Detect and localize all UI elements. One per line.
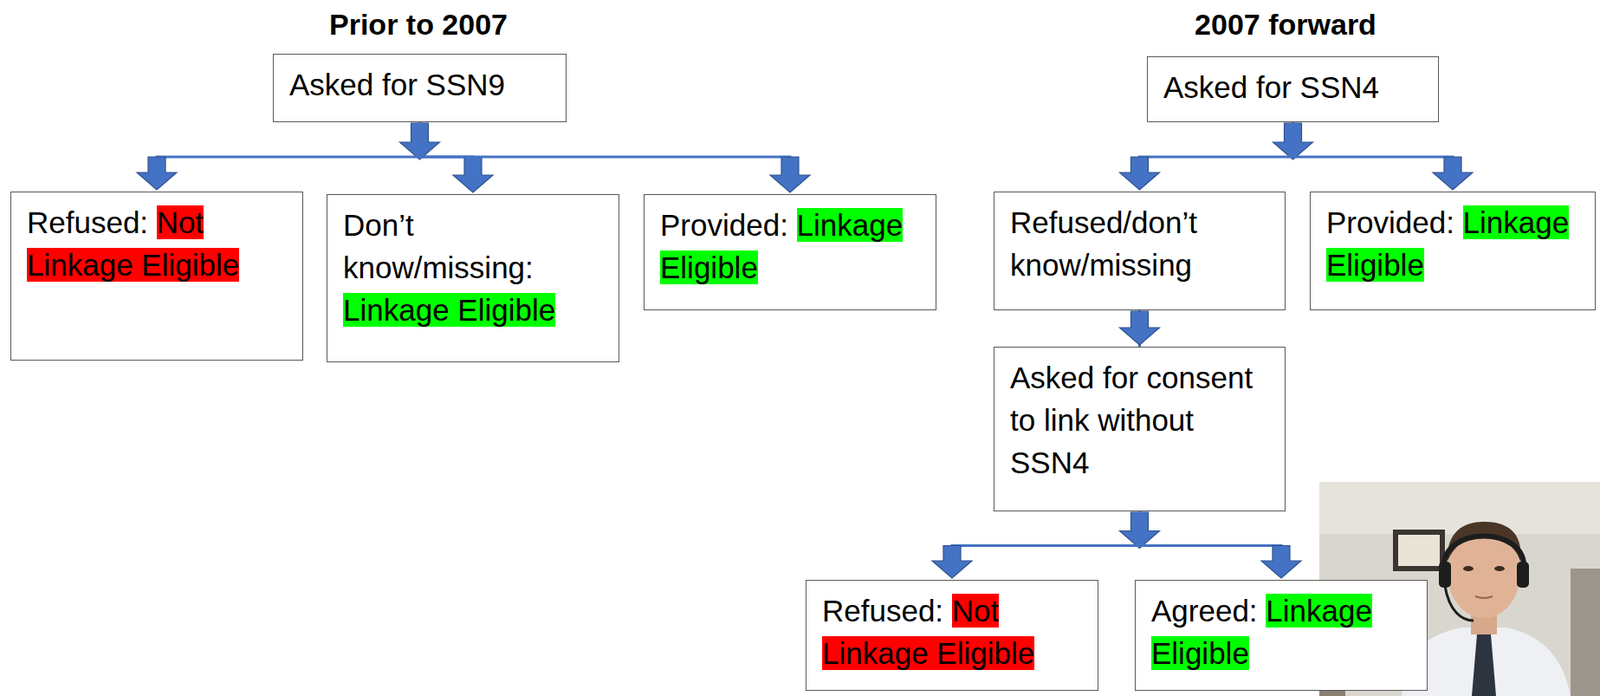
- flow-arrow: [1140, 511, 1303, 578]
- box-text: Provided:: [1326, 205, 1455, 240]
- flow-arrow: [136, 122, 421, 190]
- process-box: Asked for consent to link without SSN4: [993, 346, 1286, 512]
- eligibility-text: Linkage Eligible: [343, 292, 556, 327]
- process-box: Agreed: Linkage Eligible: [1134, 579, 1428, 691]
- box-text: Refused/don’t know/missing: [1010, 205, 1198, 282]
- column-heading: Prior to 2007: [329, 5, 508, 44]
- process-box: Refused: Not Linkage Eligible: [10, 191, 304, 361]
- box-text: Refused:: [822, 593, 944, 628]
- box-text: Asked for consent to link without SSN4: [1010, 360, 1253, 480]
- process-box: Asked for SSN4: [1146, 56, 1439, 123]
- flow-arrow: [1293, 122, 1474, 190]
- box-text: Provided:: [660, 207, 789, 242]
- flow-arrow: [932, 511, 1141, 578]
- process-box: Asked for SSN9: [272, 53, 567, 123]
- flow-arrow: [420, 122, 811, 193]
- box-text: Don’t know/missing:: [343, 207, 534, 285]
- process-box: Don’t know/missing: Linkage Eligible: [326, 194, 620, 363]
- box-text: Asked for SSN9: [289, 67, 506, 102]
- process-box: Provided: Linkage Eligible: [1309, 191, 1596, 311]
- flow-arrow: [1120, 122, 1294, 190]
- flow-arrow: [1120, 310, 1160, 347]
- process-box: Provided: Linkage Eligible: [643, 194, 937, 311]
- process-box: Refused/don’t know/missing: [993, 191, 1286, 311]
- connectors: [136, 122, 1473, 578]
- box-text: Agreed:: [1151, 593, 1258, 628]
- process-box: Refused: Not Linkage Eligible: [805, 579, 1099, 691]
- box-text: Refused:: [26, 205, 149, 240]
- column-heading: 2007 forward: [1194, 5, 1377, 44]
- box-text: Asked for SSN4: [1163, 70, 1380, 104]
